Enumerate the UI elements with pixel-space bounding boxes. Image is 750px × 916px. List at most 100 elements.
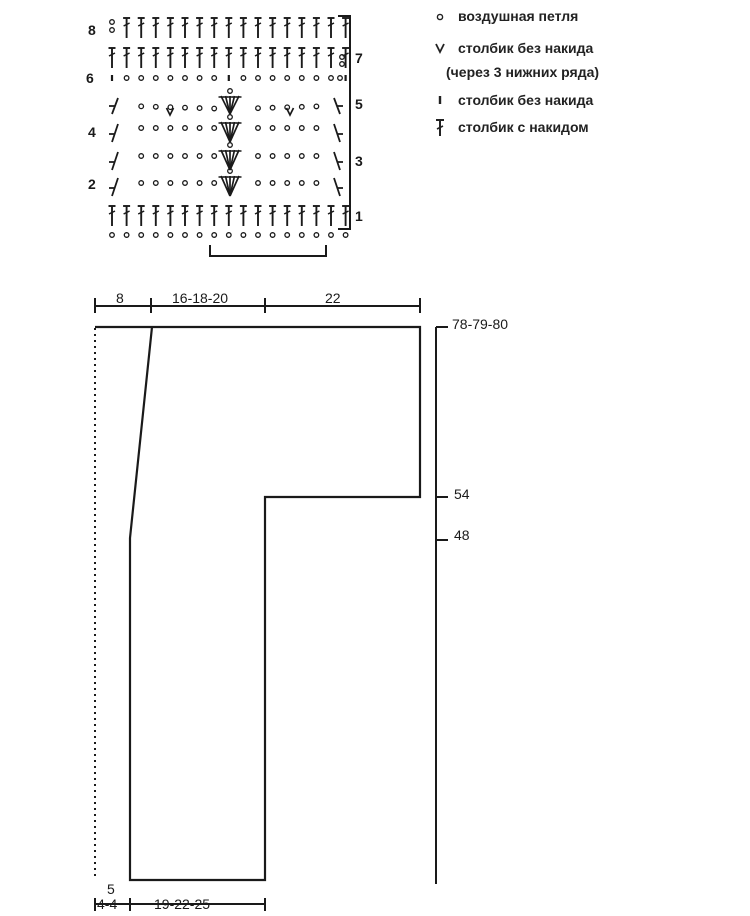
chain-stitch (196, 180, 203, 186)
edge-stitch (333, 97, 343, 115)
row-number-8: 8 (88, 22, 96, 38)
chain-stitch (342, 232, 349, 238)
double-crochet-stitch (108, 205, 116, 226)
chain-stitch (138, 180, 145, 186)
double-crochet-stitch (254, 47, 262, 68)
double-crochet-stitch (298, 47, 306, 68)
chain-stitch (255, 105, 261, 112)
height-54: 54 (454, 486, 470, 502)
chain-stitch (109, 19, 115, 25)
chain-stitch (123, 232, 130, 238)
single-crochet-through-stitch (165, 107, 175, 117)
double-crochet-stitch (166, 17, 174, 38)
double-crochet-stitch (254, 17, 262, 38)
legend-sc-label: столбик без накида (458, 92, 594, 108)
chain-stitch (196, 105, 203, 112)
chain-stitch (313, 125, 320, 131)
single-crochet-through-stitch (285, 107, 295, 117)
chain-stitch (313, 103, 320, 110)
double-crochet-stitch (342, 205, 350, 226)
chain-stitch (328, 75, 334, 81)
double-crochet-stitch (210, 205, 218, 226)
chain-stitch (255, 232, 261, 238)
double-crochet-stitch (152, 47, 160, 68)
chain-stitch (182, 104, 188, 111)
row-number-4: 4 (88, 124, 96, 140)
double-crochet-stitch (298, 17, 306, 38)
double-crochet-stitch (269, 17, 277, 38)
height-78-79-80: 78-79-80 (452, 316, 508, 332)
double-crochet-stitch (225, 205, 233, 226)
stitch-symbols (108, 17, 350, 238)
stitch-chart: 8 7 6 5 4 3 2 1 (86, 15, 363, 257)
chain-stitch (152, 232, 159, 238)
double-crochet-stitch (123, 47, 131, 68)
chain-stitch (313, 232, 320, 238)
double-crochet-stitch (123, 17, 131, 38)
garment-schematic: 8 16-18-20 22 78-79-80 54 48 5 4-4 19-22… (94, 290, 508, 912)
edge-stitch (333, 151, 343, 171)
double-crochet-stitch (312, 17, 320, 38)
chain-stitch (182, 180, 188, 186)
chain-stitch (269, 153, 276, 159)
chain-stitch (284, 125, 291, 131)
double-crochet-symbol (436, 119, 444, 136)
garment-outline (95, 325, 422, 882)
double-crochet-stitch (342, 17, 350, 38)
shell-fan (218, 114, 242, 143)
dim-bottom-19-22-25: 19-22-25 (154, 896, 210, 912)
double-crochet-stitch (181, 17, 189, 38)
chain-stitch (182, 75, 188, 81)
row-number-6: 6 (86, 70, 94, 86)
chain-stitch (284, 232, 291, 238)
chain-stitch (269, 75, 276, 81)
chain-stitch (337, 75, 343, 81)
double-crochet-stitch (137, 17, 145, 38)
chain-stitch-symbol (436, 13, 444, 21)
legend-sc-through-label: столбик без накида (458, 40, 594, 56)
chain-stitch (284, 75, 291, 81)
chart-repeat-bracket (338, 15, 351, 230)
dim-top-8: 8 (116, 290, 124, 306)
chain-stitch (269, 104, 276, 111)
top-dimension-line (94, 298, 421, 313)
row-number-1: 1 (355, 208, 363, 224)
chain-stitch (167, 153, 174, 159)
chain-stitch (196, 125, 203, 131)
chain-stitch (240, 75, 247, 81)
legend-sc-through-note: (через 3 нижних ряда) (446, 64, 599, 80)
double-crochet-stitch (108, 47, 116, 68)
chain-stitch (196, 153, 203, 159)
chain-stitch (269, 232, 276, 238)
height-scale (435, 326, 448, 884)
chain-stitch (339, 54, 345, 60)
chain-stitch (313, 75, 320, 81)
chain-stitch (339, 61, 345, 67)
stitch-legend: воздушная петля столбик без накида (чере… (435, 8, 599, 136)
double-crochet-stitch (225, 47, 233, 68)
edge-stitch (109, 123, 119, 143)
chain-stitch (255, 180, 261, 186)
double-crochet-stitch (196, 47, 204, 68)
chain-stitch (138, 153, 145, 159)
chain-stitch (196, 75, 203, 81)
double-crochet-stitch (196, 205, 204, 226)
double-crochet-stitch (239, 17, 247, 38)
chain-stitch (255, 75, 261, 81)
chain-stitch (167, 180, 174, 186)
chain-stitch (138, 103, 145, 110)
chain-stitch (269, 180, 276, 186)
chain-stitch (109, 27, 115, 33)
chain-stitch (313, 180, 320, 186)
chain-stitch (152, 125, 159, 131)
double-crochet-stitch (327, 205, 335, 226)
dim-top-22: 22 (325, 290, 341, 306)
double-crochet-stitch (210, 47, 218, 68)
edge-stitch (333, 123, 343, 143)
double-crochet-stitch (166, 205, 174, 226)
chain-stitch (152, 103, 159, 110)
chain-stitch (211, 153, 218, 159)
double-crochet-stitch (269, 47, 277, 68)
double-crochet-stitch (327, 47, 335, 68)
